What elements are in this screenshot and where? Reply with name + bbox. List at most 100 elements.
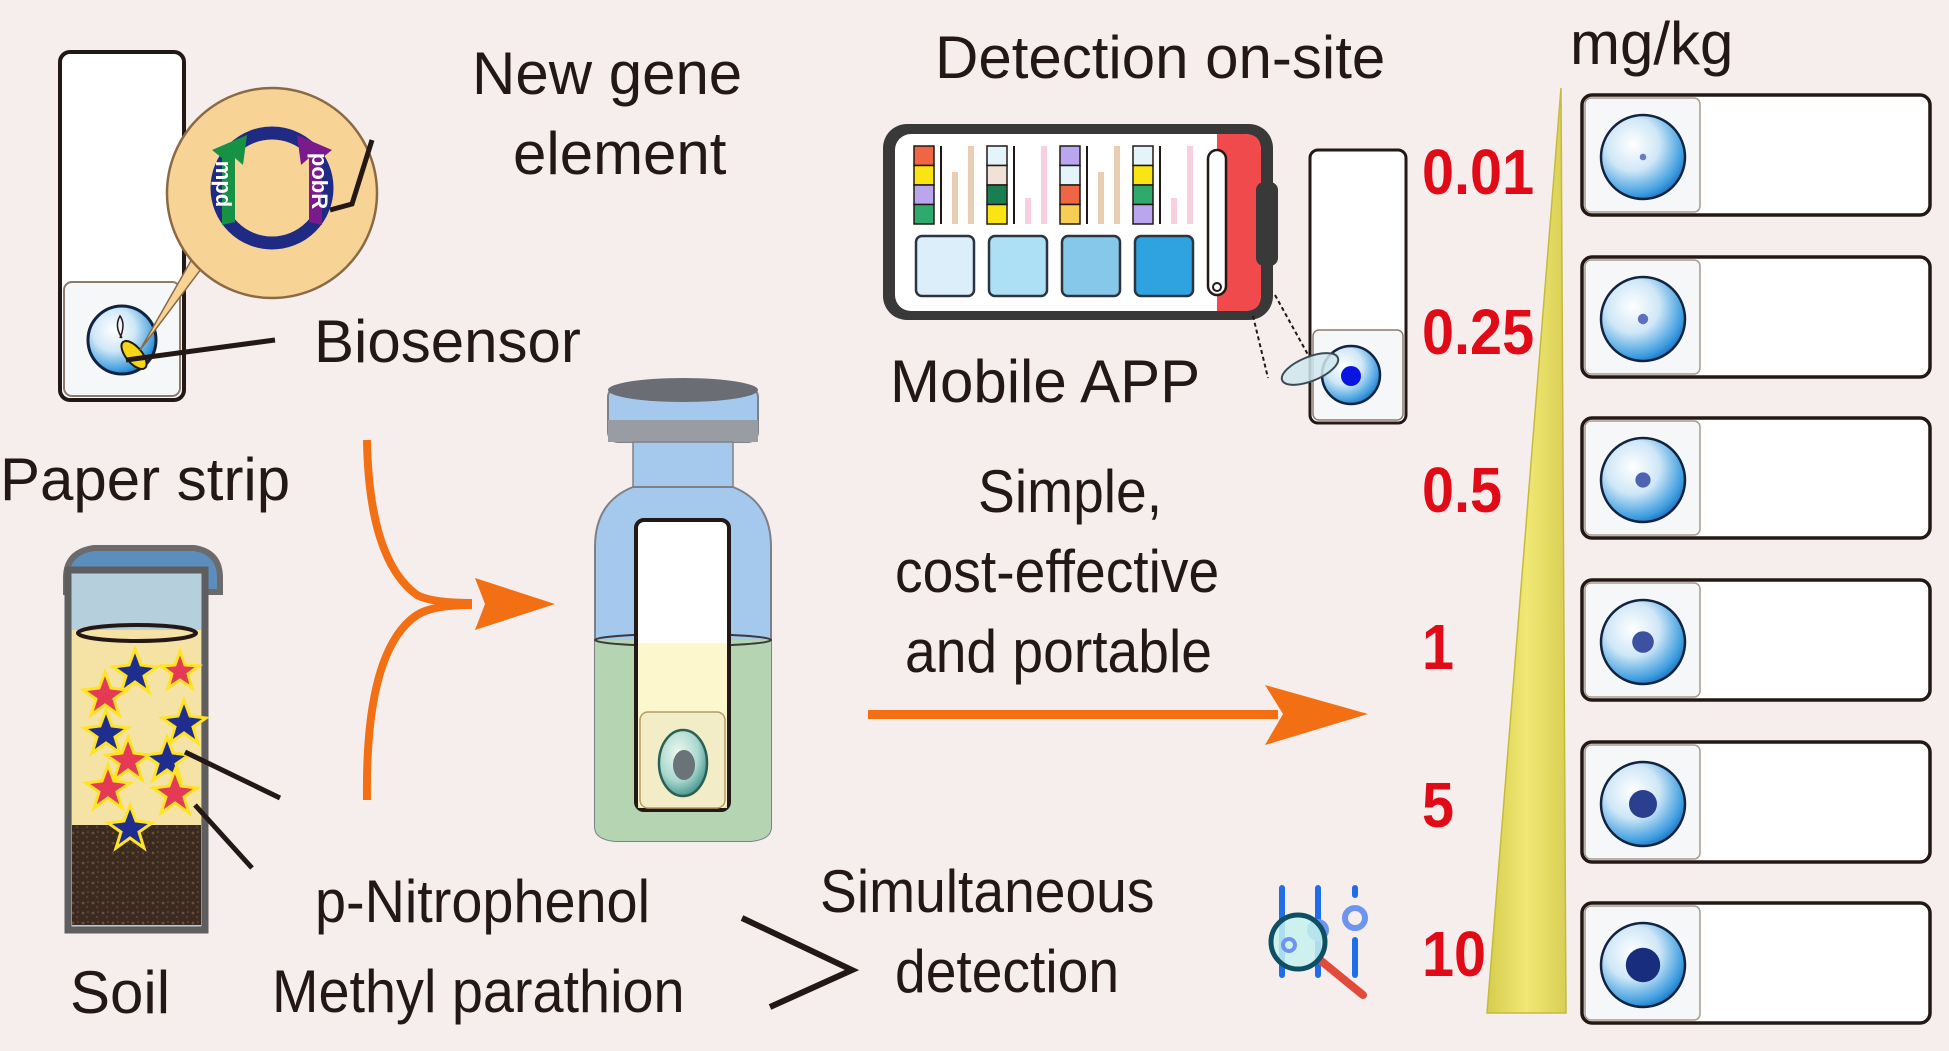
label-biosensor: Biosensor bbox=[314, 308, 581, 375]
strip-segment bbox=[913, 184, 935, 206]
color-swatch bbox=[1060, 234, 1122, 298]
phone-scroll-slider bbox=[1206, 148, 1228, 297]
label-p-nitrophenol: p-Nitrophenol bbox=[315, 868, 651, 935]
merge-arrow bbox=[362, 439, 555, 801]
label-portable: and portable bbox=[905, 618, 1212, 685]
bar bbox=[1041, 146, 1047, 224]
mp-pointer bbox=[193, 803, 254, 870]
strip-segment bbox=[1132, 203, 1154, 225]
color-dot bbox=[1629, 790, 1657, 818]
phone-strip-column bbox=[913, 145, 974, 225]
mobile-phone bbox=[883, 124, 1313, 379]
result-strip bbox=[1580, 578, 1932, 702]
label-detection: detection bbox=[895, 938, 1120, 1005]
star-icon bbox=[78, 667, 132, 719]
strip-segment bbox=[1059, 145, 1081, 167]
concentration-value: 1 bbox=[1422, 611, 1455, 683]
strip-segment bbox=[986, 145, 1008, 167]
concentration-value: 0.5 bbox=[1422, 454, 1503, 526]
concentration-value: 0.25 bbox=[1422, 296, 1535, 368]
plasmid-bubble-circle bbox=[165, 86, 379, 300]
color-dot bbox=[1625, 947, 1661, 983]
color-dot bbox=[1632, 631, 1654, 653]
plasmid-backbone bbox=[210, 126, 334, 250]
test-strip-scanned bbox=[1280, 148, 1408, 425]
phone-strip-column bbox=[1059, 145, 1120, 225]
paper-strip-illustration bbox=[58, 50, 276, 402]
bar bbox=[1098, 172, 1104, 224]
bar bbox=[968, 146, 974, 224]
label-mobile-app: Mobile APP bbox=[890, 348, 1201, 415]
gene-label-pobR: pobR bbox=[307, 152, 333, 210]
bar bbox=[952, 172, 958, 224]
star-icon bbox=[81, 760, 135, 812]
result-arrow bbox=[868, 685, 1368, 745]
star-icon bbox=[140, 732, 194, 784]
strip-segment bbox=[1059, 164, 1081, 186]
concentration-value: 10 bbox=[1422, 918, 1487, 990]
concentration-wedge bbox=[1486, 87, 1567, 1014]
bar bbox=[1187, 146, 1193, 224]
phone-strip-column bbox=[986, 145, 1047, 225]
strip-segment bbox=[913, 145, 935, 167]
phone-color-swatches bbox=[914, 234, 1195, 298]
result-strip bbox=[1580, 416, 1932, 540]
label-new-gene: New gene bbox=[472, 40, 743, 107]
molecule-stars bbox=[78, 644, 211, 852]
result-strips bbox=[1580, 93, 1932, 1025]
strip-segment bbox=[913, 164, 935, 186]
label-unit: mg/kg bbox=[1570, 10, 1734, 77]
bar bbox=[1171, 198, 1177, 224]
concentration-value: 5 bbox=[1422, 769, 1455, 841]
phone-strip-column bbox=[1132, 145, 1193, 225]
result-strip bbox=[1580, 255, 1932, 379]
gene-pointer bbox=[329, 139, 375, 213]
label-simple: Simple, bbox=[978, 458, 1163, 525]
star-icon bbox=[148, 765, 202, 817]
strip-segment bbox=[1059, 184, 1081, 206]
color-dot bbox=[1635, 472, 1651, 488]
bar bbox=[1025, 198, 1031, 224]
phone-strip-columns bbox=[913, 145, 1193, 225]
star-icon bbox=[108, 644, 162, 696]
label-detection-on-site: Detection on-site bbox=[935, 24, 1386, 91]
strip-segment bbox=[986, 203, 1008, 225]
star-icon bbox=[156, 646, 204, 692]
biosensor-pointer bbox=[125, 337, 276, 363]
magnifier-lens-icon bbox=[1280, 352, 1340, 386]
bar bbox=[1114, 146, 1120, 224]
color-swatch bbox=[914, 234, 976, 298]
gene-pobR-arrow bbox=[297, 135, 332, 225]
strip-segment bbox=[1132, 145, 1154, 167]
result-strip bbox=[1580, 740, 1932, 864]
color-swatch bbox=[987, 234, 1049, 298]
concentration-value: 0.01 bbox=[1422, 136, 1535, 208]
strip-segment bbox=[1059, 203, 1081, 225]
label-methyl-parathion: Methyl parathion bbox=[272, 958, 685, 1025]
soil-vial bbox=[63, 545, 282, 934]
color-dot bbox=[1639, 153, 1647, 161]
strip-segment bbox=[986, 164, 1008, 186]
strip-segment bbox=[1132, 164, 1154, 186]
result-strip bbox=[1580, 93, 1932, 217]
gene-mpd-arrow bbox=[212, 135, 247, 225]
label-soil: Soil bbox=[70, 959, 171, 1026]
label-paper-strip: Paper strip bbox=[0, 446, 291, 513]
reaction-bottle bbox=[594, 378, 772, 842]
strip-segment bbox=[913, 203, 935, 225]
label-simultaneous: Simultaneous bbox=[820, 858, 1155, 925]
star-icon bbox=[103, 800, 157, 852]
pnp-pointer bbox=[183, 749, 282, 801]
color-dot bbox=[1637, 313, 1649, 325]
star-icon bbox=[79, 705, 133, 757]
label-cost-effective: cost-effective bbox=[895, 538, 1220, 605]
star-icon bbox=[157, 695, 211, 747]
strip-segment bbox=[986, 184, 1008, 206]
color-swatch bbox=[1133, 234, 1195, 298]
result-strip bbox=[1580, 901, 1932, 1025]
gene-label-mpd: mpd bbox=[211, 160, 237, 208]
label-element: element bbox=[513, 120, 727, 187]
strip-segment bbox=[1132, 184, 1154, 206]
simultaneous-bracket bbox=[740, 915, 860, 1010]
